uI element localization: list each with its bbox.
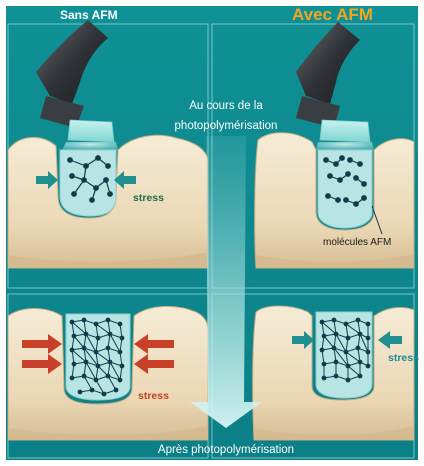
stress-label-top-left: stress bbox=[133, 192, 164, 204]
after-label: Après photopolymérisation bbox=[158, 444, 294, 456]
stress-label-bottom-left: stress bbox=[138, 390, 169, 402]
during-label-line-2: photopolymérisation bbox=[175, 120, 278, 132]
header-sans-afm: Sans AFM bbox=[60, 8, 118, 22]
molecules-afm-label: molécules AFM bbox=[323, 237, 391, 248]
header-avec-afm: Avec AFM bbox=[292, 5, 373, 24]
stress-label-bottom-right: stress bbox=[388, 352, 419, 364]
during-label-line-1: Au cours de la bbox=[189, 100, 263, 112]
